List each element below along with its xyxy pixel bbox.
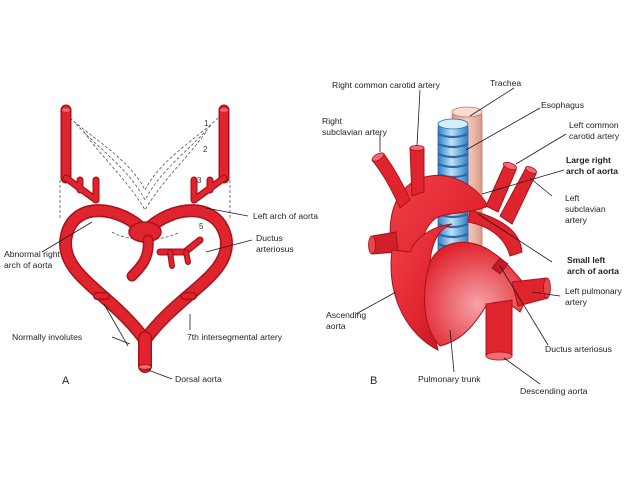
label-left-common-carotid-1: Left common (569, 120, 619, 130)
label-abnormal-right-arch-2: arch of aorta (4, 260, 52, 270)
label-large-right-arch-2: arch of aorta (566, 166, 618, 176)
label-left-common-carotid-2: carotid artery (569, 131, 620, 141)
label-descending-aorta: Descending aorta (520, 386, 588, 396)
label-ductus-arteriosus: Ductus arteriosus (545, 344, 612, 354)
label-left-subclavian-2: subclavian (565, 204, 606, 214)
arch-number-1: 1 (204, 119, 209, 128)
label-small-left-arch-2: arch of aorta (567, 266, 619, 276)
arch-number-2: 2 (203, 145, 208, 154)
label-left-subclavian-3: artery (565, 215, 588, 225)
label-esophagus: Esophagus (541, 100, 584, 110)
label-large-right-arch-1: Large right (566, 155, 611, 165)
arch-number-3: 3 (197, 176, 202, 185)
panel-a-letter: A (62, 375, 70, 387)
label-trachea: Trachea (490, 78, 521, 88)
label-ascending-aorta-1: Ascending (326, 310, 366, 320)
label-left-pulmonary-artery-2: artery (565, 297, 588, 307)
label-pulmonary-trunk: Pulmonary trunk (418, 374, 481, 384)
label-7th-intersegmental-artery: 7th intersegmental artery (187, 332, 283, 342)
label-left-arch-of-aorta: Left arch of aorta (253, 211, 318, 221)
label-ascending-aorta-2: aorta (326, 321, 346, 331)
panel-b-leader-lines (355, 87, 567, 385)
label-right-common-carotid-artery: Right common carotid artery (332, 80, 441, 90)
label-right-subclavian-1: Right (322, 116, 343, 126)
panel-b: Right common carotid artery Trachea Righ… (322, 78, 623, 396)
label-normally-involutes: Normally involutes (12, 332, 82, 342)
label-ductus-1: Ductus (256, 233, 283, 243)
panel-b-vessels (368, 144, 551, 361)
label-left-subclavian-1: Left (565, 193, 580, 203)
label-small-left-arch-1: Small left (567, 255, 605, 265)
label-ductus-2: arteriosus (256, 244, 294, 254)
arch-number-5: 5 (199, 222, 204, 231)
panel-a: 1 2 3 5 Left arch of aorta Abnormal righ… (4, 104, 318, 387)
panel-b-letter: B (370, 375, 377, 387)
label-abnormal-right-arch-1: Abnormal right (4, 249, 60, 259)
panel-a-leader-lines (41, 207, 253, 380)
label-right-subclavian-2: subclavian artery (322, 127, 388, 137)
label-left-pulmonary-artery-1: Left pulmonary (565, 286, 623, 296)
involuted-arches-dashed (59, 117, 231, 240)
label-dorsal-aorta: Dorsal aorta (175, 374, 222, 384)
